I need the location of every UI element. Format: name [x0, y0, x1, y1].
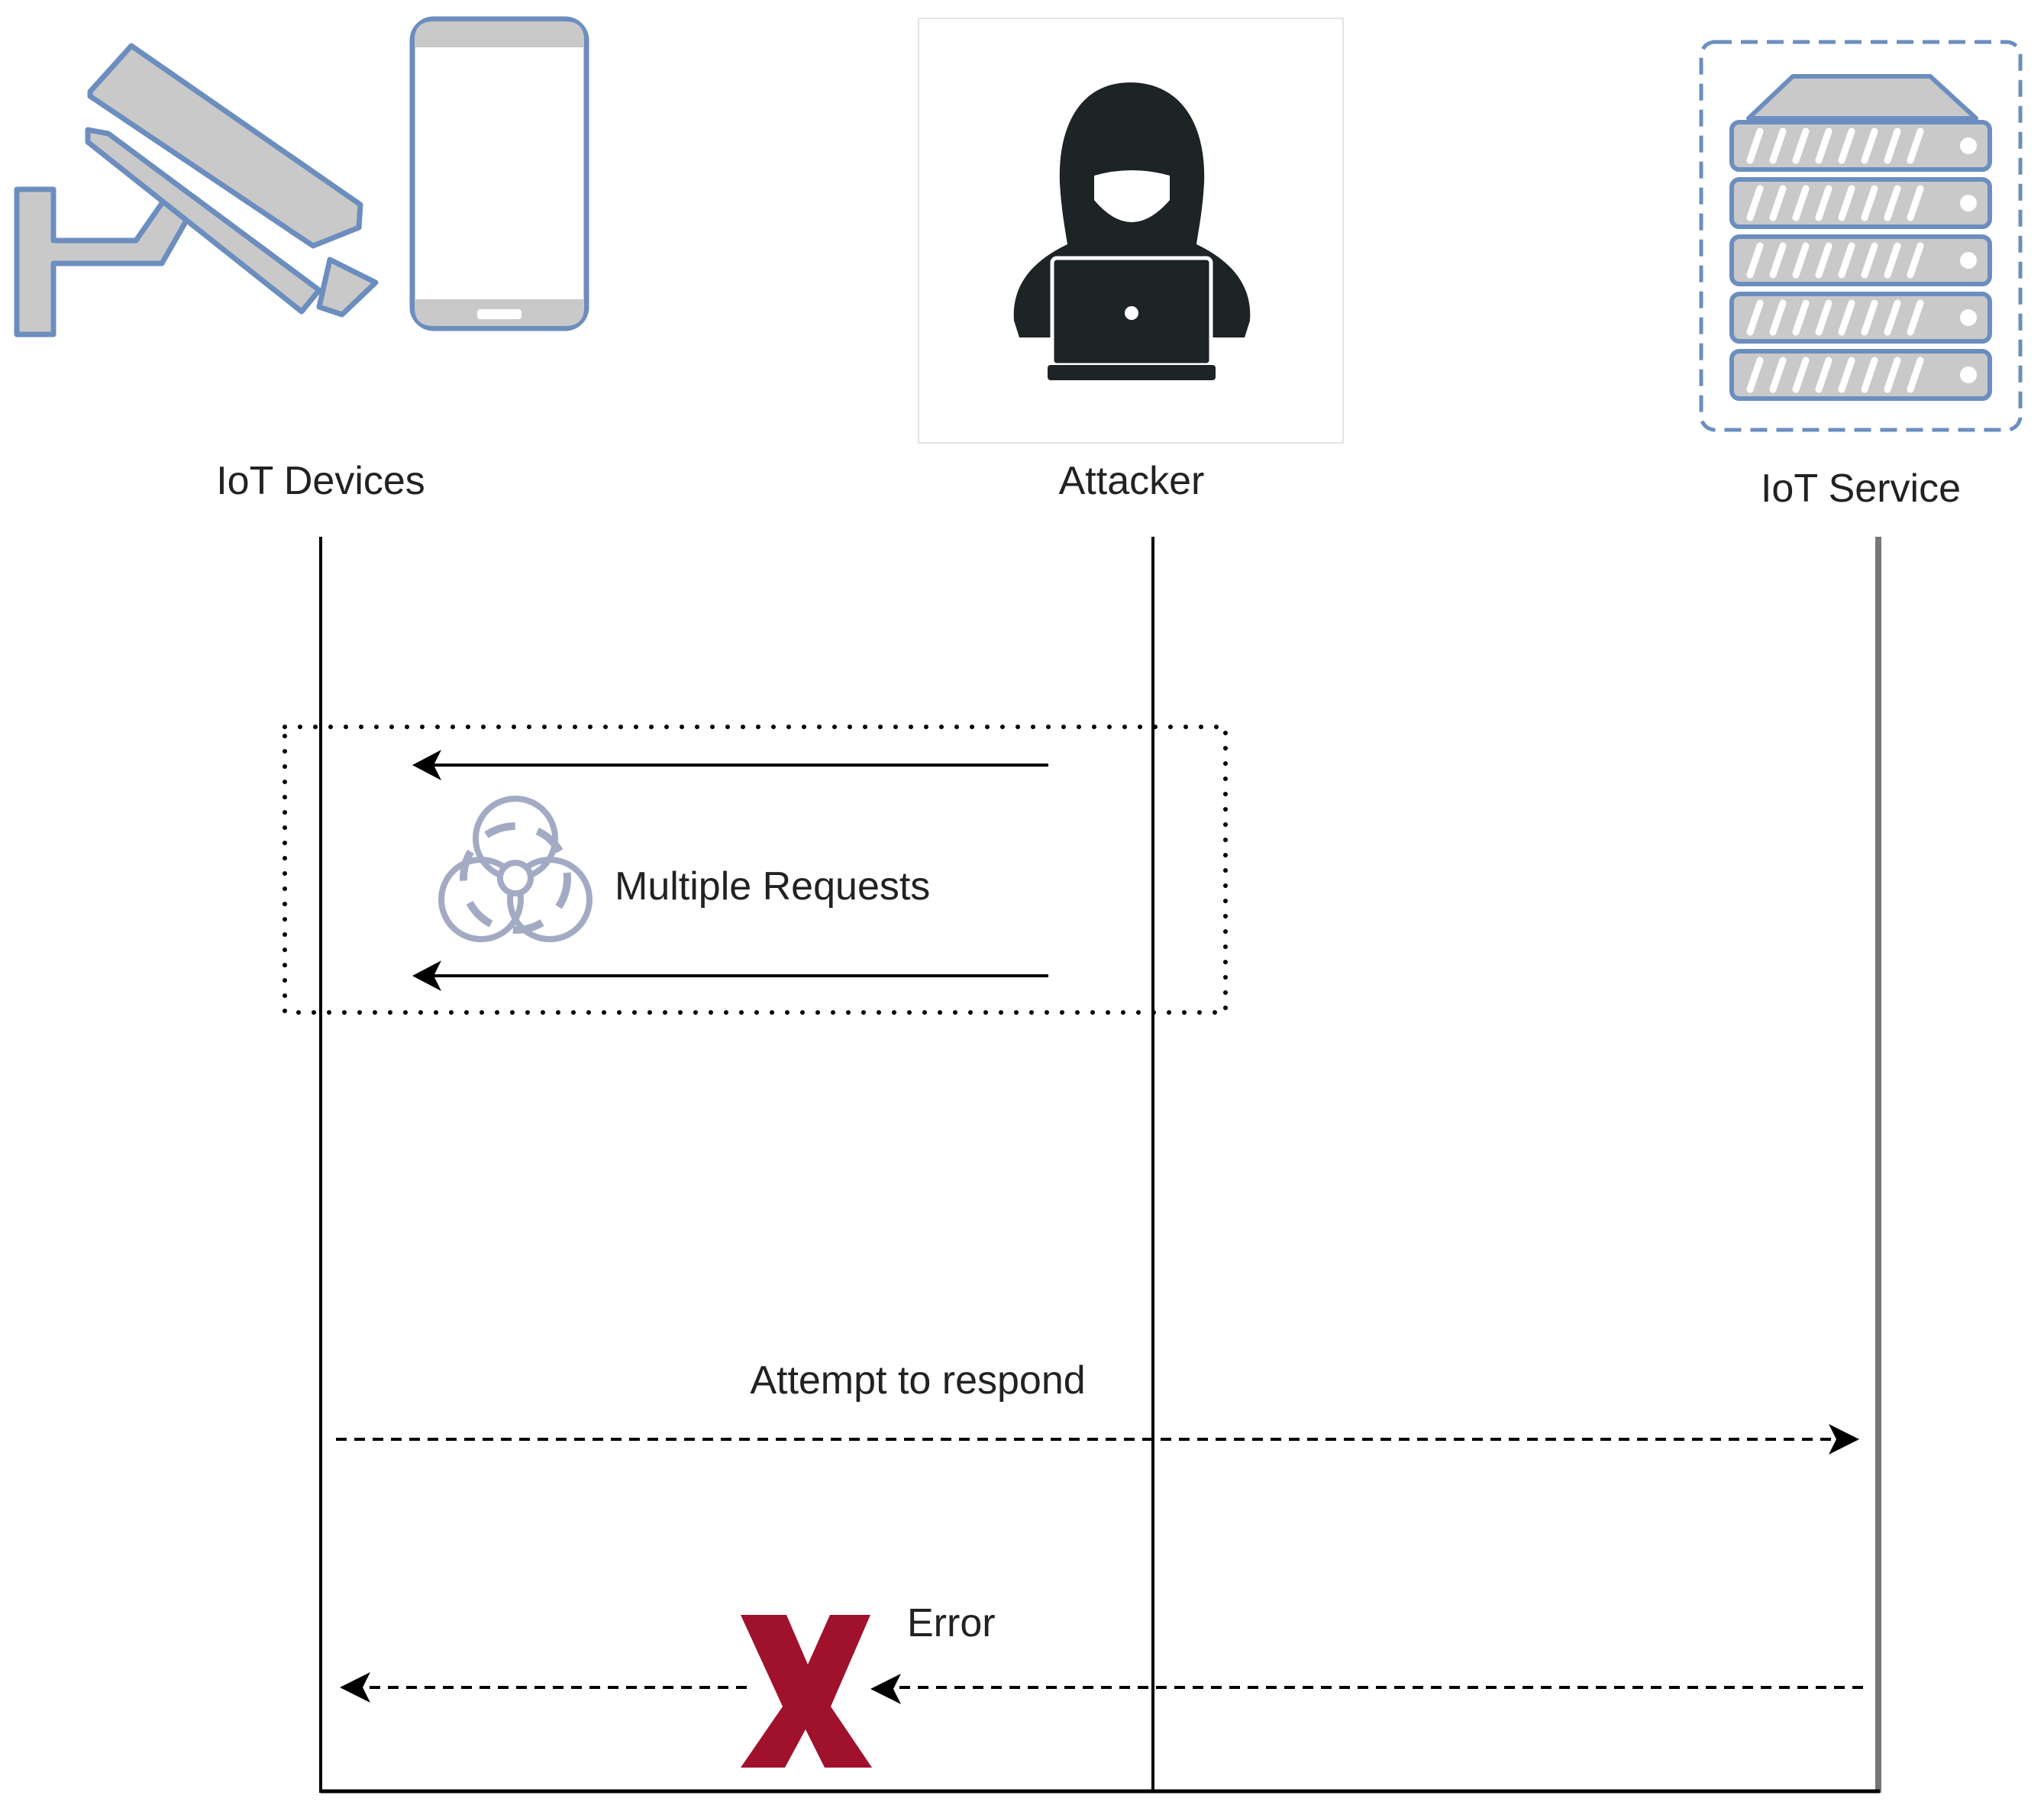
multiple-requests-group-box — [283, 725, 1228, 1015]
server-rack-icon — [1729, 74, 1992, 401]
request-arrowhead-1 — [412, 750, 441, 780]
server-dashed-frame — [1699, 40, 2023, 432]
attempt-to-respond-arrowhead — [1829, 1424, 1859, 1455]
attempt-to-respond-label: Attempt to respond — [750, 1358, 1085, 1403]
smartphone-icon — [409, 16, 589, 331]
multiple-requests-label: Multiple Requests — [615, 864, 930, 909]
attacker-label: Attacker — [1059, 459, 1205, 503]
request-arrowhead-2 — [412, 961, 441, 991]
biohazard-icon — [438, 796, 593, 942]
hooded-hacker-icon — [1013, 82, 1251, 380]
security-camera-icon — [14, 43, 379, 337]
error-arrowhead-at-devices — [340, 1672, 370, 1703]
iot-devices-label: IoT Devices — [216, 459, 425, 503]
x-mark-icon — [741, 1615, 872, 1768]
error-arrowhead-at-x — [870, 1674, 901, 1704]
error-label: Error — [907, 1601, 996, 1645]
iot-service-label: IoT Service — [1761, 467, 1961, 511]
